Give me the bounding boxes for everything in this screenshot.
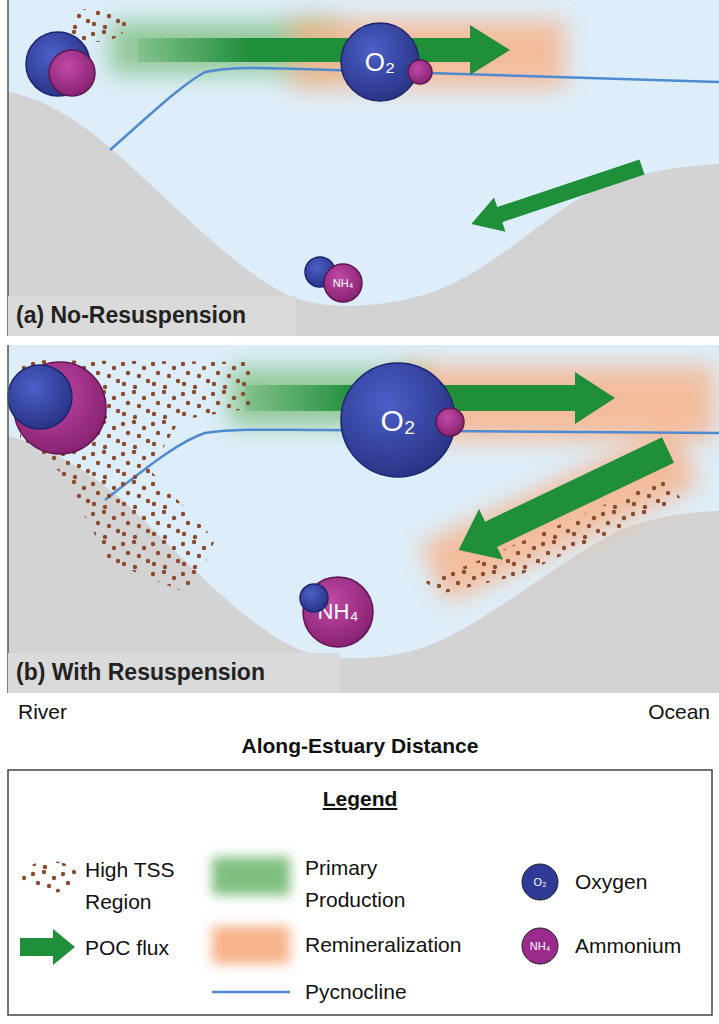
legend-swatch	[212, 926, 290, 964]
concentration-circle: O₂	[340, 362, 456, 478]
oxygen-circle	[8, 365, 72, 429]
legend-heading: Legend	[260, 786, 460, 811]
legend-frame	[8, 770, 712, 1015]
species-label: O₂	[381, 404, 416, 437]
circle-text-box: O₂	[340, 362, 456, 478]
legend-text: Primary Production	[305, 852, 430, 916]
concentration-circle: NH₄	[302, 576, 374, 648]
concentration-circle: NH₄	[323, 263, 363, 303]
legend-text: Oxygen	[575, 866, 705, 898]
legend-line-sample	[212, 991, 290, 994]
poc-flux-arrow	[138, 25, 510, 75]
legend-text: Pycnocline	[305, 976, 505, 1008]
species-label: O₂	[365, 48, 395, 77]
concentration-circle: O₂	[340, 22, 420, 102]
circle-outline	[324, 264, 362, 302]
circle-outline	[303, 577, 373, 647]
panel-border	[7, 0, 9, 336]
oxygen-circle	[300, 584, 328, 612]
legend-swatch	[212, 857, 290, 895]
poc-flux-arrow	[466, 150, 648, 241]
water-body	[8, 345, 719, 693]
circle-outline	[341, 23, 419, 101]
axis-label: Along-Estuary Distance	[160, 733, 560, 758]
legend-text: Remineralization	[305, 929, 505, 961]
poc-flux-arrow	[447, 425, 681, 575]
ammonium-circle	[436, 408, 464, 436]
legend-symbol-label: O₂	[518, 875, 562, 889]
estuary-panel: (a) No-Resuspension O₂ NH₄	[8, 0, 719, 336]
panel-border	[7, 345, 9, 693]
species-label: NH₄	[318, 600, 359, 624]
panel-label: (a) No-Resuspension	[16, 302, 296, 330]
legend-text: Ammonium	[575, 930, 705, 962]
legend-tss-sample	[22, 861, 78, 893]
panel-label: (b) With Resuspension	[16, 659, 340, 687]
ammonium-circle	[408, 60, 432, 84]
axis-label: Ocean	[560, 699, 710, 724]
species-label: NH₄	[333, 277, 353, 289]
legend-swatch-group	[212, 857, 290, 895]
legend-symbol-label: NH₄	[518, 939, 562, 953]
axis-label: River	[18, 699, 138, 724]
circle-outline	[341, 363, 455, 477]
estuary-bed	[8, 92, 719, 336]
circle-text-box: O₂	[340, 22, 420, 102]
water-body	[8, 0, 719, 336]
panel-label-box: (a) No-Resuspension	[8, 296, 296, 336]
circle-text-box: NH₄	[323, 263, 363, 303]
legend-swatch-group	[212, 926, 290, 964]
circle-text-box: NH₄	[302, 576, 374, 648]
panel-label-box: (b) With Resuspension	[8, 653, 340, 693]
legend-arrow-sample	[20, 929, 75, 965]
estuary-panel: (b) With Resuspension O₂ NH₄	[8, 345, 719, 693]
legend-text: High TSS Region	[85, 854, 195, 918]
legend-text: POC flux	[85, 932, 235, 964]
ammonium-circle	[49, 50, 95, 96]
